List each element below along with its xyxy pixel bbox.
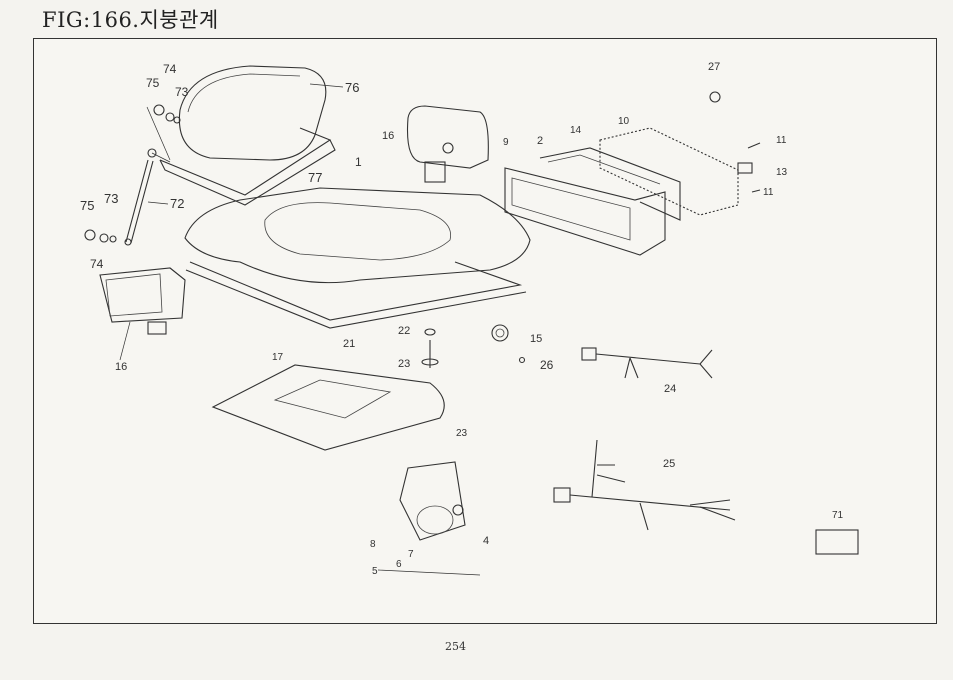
drawing-frame — [33, 38, 937, 624]
callout-17: 17 — [272, 352, 284, 363]
callout-7: 7 — [408, 549, 414, 560]
callout-22: 22 — [398, 325, 410, 337]
callout-15: 15 — [530, 333, 542, 345]
callout-23-controller: 23 — [456, 428, 468, 439]
gas-strut — [124, 106, 171, 246]
callout-76: 76 — [345, 80, 359, 95]
wiring-harness-main — [553, 439, 736, 531]
callout-16-left: 16 — [115, 361, 127, 373]
filter-panel — [599, 127, 739, 216]
seat-cushion — [159, 65, 336, 206]
roof-liner — [211, 364, 445, 451]
callout-21: 21 — [343, 338, 355, 350]
callout-23: 23 — [398, 358, 410, 370]
callout-75: 75 — [146, 76, 160, 90]
callout-75-lower: 75 — [80, 198, 94, 213]
callout-73-lower: 73 — [104, 191, 118, 206]
callout-1: 1 — [355, 155, 362, 169]
speaker-housing — [504, 147, 681, 256]
callout-8: 8 — [370, 539, 376, 550]
dome-lamp — [491, 324, 526, 364]
callout-6: 6 — [396, 559, 402, 570]
callout-labels: 74 75 73 76 77 73 75 72 74 16 16 1 21 22… — [80, 61, 844, 577]
roof-shell — [184, 187, 531, 284]
callout-74: 74 — [163, 62, 177, 76]
callout-25: 25 — [663, 458, 675, 470]
page-number: 254 — [445, 640, 466, 653]
callout-11-upper: 11 — [776, 135, 787, 146]
roof-fasteners — [421, 328, 439, 368]
callout-71: 71 — [832, 510, 844, 521]
callout-2: 2 — [537, 135, 543, 147]
callout-4: 4 — [483, 535, 489, 547]
work-lamp-right — [406, 105, 489, 183]
figure-title: FIG:166.지붕관계 — [42, 8, 219, 32]
callout-73: 73 — [175, 85, 189, 99]
callout-77: 77 — [308, 170, 322, 185]
callout-10: 10 — [618, 116, 630, 127]
fastener-set-upper — [153, 104, 181, 124]
bolt — [709, 91, 721, 103]
callout-16-right: 16 — [382, 130, 394, 142]
fan-controller — [377, 461, 481, 576]
wiring-harness-roof — [581, 347, 713, 379]
work-lamp-left — [99, 267, 186, 335]
callout-9: 9 — [503, 137, 509, 148]
callout-26: 26 — [540, 358, 554, 372]
clip-parts — [737, 142, 761, 193]
callout-72: 72 — [170, 196, 184, 211]
callout-13: 13 — [776, 167, 788, 178]
callout-14: 14 — [570, 125, 582, 136]
callout-24: 24 — [664, 383, 676, 395]
callout-5: 5 — [372, 566, 378, 577]
callout-74-lower: 74 — [90, 257, 104, 271]
roof-seal — [185, 261, 527, 329]
fastener-set-lower — [84, 229, 117, 243]
callout-27: 27 — [708, 61, 720, 73]
callout-11-lower: 11 — [763, 187, 774, 198]
decal — [815, 529, 859, 555]
